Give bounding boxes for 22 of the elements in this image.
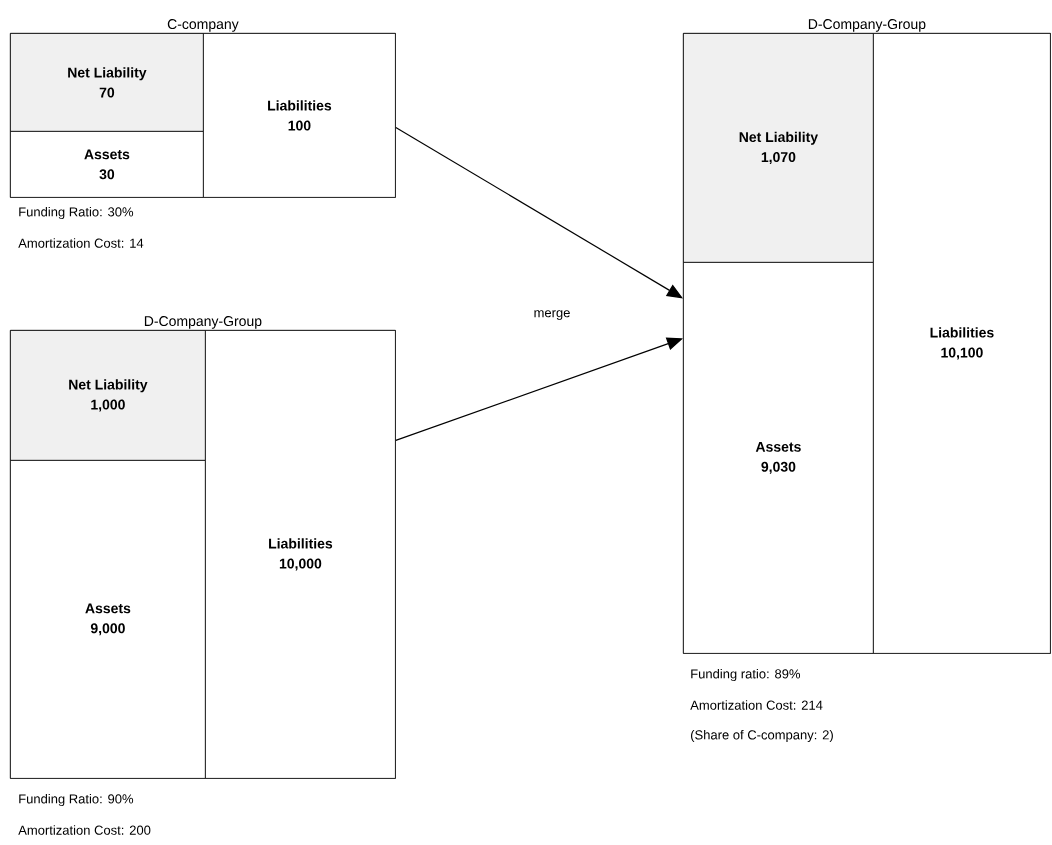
arrow	[395, 126, 683, 299]
value-box: Assets 9,000	[10, 460, 206, 779]
value-box: Liabilities 100	[203, 33, 396, 198]
value-box: Net Liability 1,070	[683, 33, 874, 263]
note-text: Funding Ratio: 30%	[19, 206, 134, 220]
value-box: Liabilities 10,100	[873, 33, 1051, 654]
value-box: Assets 30	[10, 131, 204, 198]
value-box: Net Liability 70	[10, 33, 204, 132]
annotation-text: merge	[534, 310, 570, 320]
node-label: D-Company-Group	[808, 19, 926, 32]
note-text: Amortization Cost: 14	[18, 238, 144, 248]
value-box: Liabilities 10,000	[205, 330, 396, 779]
note-text: Amortization Cost: 214	[690, 700, 823, 710]
note-text: Funding ratio: 89%	[691, 668, 801, 682]
value-box: Net Liability 1,000	[10, 330, 206, 461]
node-label: C-company	[167, 19, 239, 32]
value-box: Assets 9,030	[683, 262, 874, 654]
note-text: Funding Ratio: 90%	[19, 793, 134, 807]
note-text: Amortization Cost: 200	[18, 825, 151, 835]
note-text: (Share of C-company: 2)	[691, 729, 833, 743]
node-label: D-Company-Group	[144, 316, 262, 329]
arrow	[395, 337, 683, 441]
